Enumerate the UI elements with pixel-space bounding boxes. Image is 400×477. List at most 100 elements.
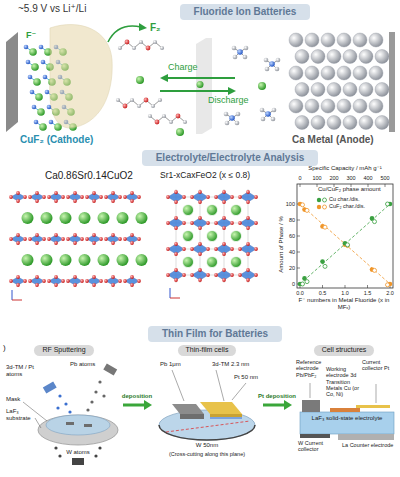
ca-atom bbox=[343, 116, 357, 130]
atom bbox=[176, 114, 181, 119]
o-atom bbox=[123, 279, 127, 283]
o-atom bbox=[206, 247, 210, 251]
data-point bbox=[373, 268, 377, 272]
o-atom bbox=[80, 279, 84, 283]
o-atom bbox=[99, 195, 103, 199]
cathode bbox=[50, 25, 113, 128]
sr-ca-atom bbox=[183, 257, 194, 268]
o-atom bbox=[73, 191, 77, 195]
text-label: 200 bbox=[329, 175, 338, 181]
ca-atom bbox=[337, 99, 351, 113]
process-panel: RF Sputtering bbox=[6, 345, 122, 470]
legend-text: Cu char./dis. bbox=[329, 196, 360, 202]
o-atom bbox=[92, 241, 96, 245]
text-label: 400 bbox=[363, 175, 372, 181]
ca-atom bbox=[305, 99, 319, 113]
o-atom bbox=[182, 195, 186, 199]
o-atom bbox=[111, 233, 115, 237]
atom bbox=[123, 104, 128, 109]
o-atom bbox=[23, 195, 27, 199]
ca-sr-atom bbox=[136, 212, 148, 224]
ca-atom bbox=[353, 33, 367, 47]
axis-triad bbox=[170, 288, 171, 298]
o-atom bbox=[73, 283, 77, 287]
cathode bbox=[6, 23, 147, 132]
o-atom bbox=[174, 252, 178, 256]
o-atom bbox=[230, 195, 234, 199]
legend-symbol bbox=[316, 204, 327, 210]
edge-label: deposition bbox=[121, 393, 153, 400]
data-point bbox=[323, 264, 327, 268]
text-label: 0 bbox=[292, 281, 295, 287]
separator bbox=[196, 38, 212, 134]
o-atom bbox=[42, 279, 46, 283]
sputter-illustration bbox=[64, 402, 67, 405]
cathode bbox=[6, 32, 18, 132]
atom bbox=[269, 61, 275, 67]
panel-heading: Thin-film cells bbox=[178, 345, 237, 356]
sputter-illustration bbox=[56, 406, 59, 409]
o-atom bbox=[214, 273, 218, 277]
ca-atom bbox=[327, 83, 341, 97]
o-atom bbox=[190, 195, 194, 199]
f-atom bbox=[37, 108, 45, 116]
o-atom bbox=[137, 279, 141, 283]
axis-triad bbox=[170, 298, 180, 299]
chart-frame bbox=[297, 184, 393, 288]
sputter-illustration bbox=[98, 446, 101, 449]
text-label: (Cross-cutting along this plane) bbox=[153, 451, 261, 457]
o-atom bbox=[54, 283, 58, 287]
text-label: 20 bbox=[289, 265, 295, 271]
o-atom bbox=[214, 195, 218, 199]
ca-sr-atom bbox=[22, 254, 34, 266]
o-atom bbox=[174, 216, 178, 220]
section-banner: Thin Film for Batteries bbox=[148, 326, 282, 342]
data-point bbox=[386, 283, 390, 287]
o-atom bbox=[16, 199, 20, 203]
open-marker bbox=[323, 198, 327, 202]
ca-atom bbox=[289, 99, 303, 113]
ca-atom bbox=[321, 99, 335, 113]
o-atom bbox=[198, 252, 202, 256]
o-atom bbox=[130, 199, 134, 203]
sputter-illustration bbox=[46, 415, 110, 435]
atom bbox=[160, 46, 164, 50]
tick bbox=[297, 220, 300, 221]
sputter-illustration bbox=[35, 418, 41, 428]
arrow-head bbox=[144, 400, 152, 410]
o-atom bbox=[130, 233, 134, 237]
o-atom bbox=[230, 221, 234, 225]
ca-atom bbox=[327, 116, 341, 130]
o-atom bbox=[222, 268, 226, 272]
atom bbox=[275, 67, 280, 72]
atom bbox=[237, 49, 243, 55]
o-atom bbox=[73, 233, 77, 237]
sr-ca-atom bbox=[231, 257, 242, 268]
atom bbox=[153, 40, 157, 44]
o-atom bbox=[222, 252, 226, 256]
o-atom bbox=[35, 283, 39, 287]
sr-ca-atom bbox=[183, 205, 194, 216]
ca-atom bbox=[369, 66, 383, 80]
sr-ca-atom bbox=[207, 257, 218, 268]
o-atom bbox=[99, 237, 103, 241]
o-atom bbox=[92, 191, 96, 195]
banner-title: Thin Film for Batteries bbox=[148, 326, 282, 342]
cell-cross-section bbox=[356, 405, 390, 408]
data-point bbox=[373, 220, 377, 224]
o-atom bbox=[254, 273, 258, 277]
o-atom bbox=[104, 195, 108, 199]
thin-film-illustration bbox=[210, 418, 242, 419]
ca-atom bbox=[369, 99, 383, 113]
o-atom bbox=[54, 191, 58, 195]
ca-spheres bbox=[289, 33, 389, 130]
o-atom bbox=[246, 242, 250, 246]
text-label: LaF₃ substrate bbox=[6, 408, 36, 422]
o-atom bbox=[85, 195, 89, 199]
o-atom bbox=[222, 200, 226, 204]
o-atom bbox=[222, 226, 226, 230]
o-atom bbox=[118, 279, 122, 283]
text-label: 0 bbox=[298, 175, 301, 181]
o-atom bbox=[111, 275, 115, 279]
